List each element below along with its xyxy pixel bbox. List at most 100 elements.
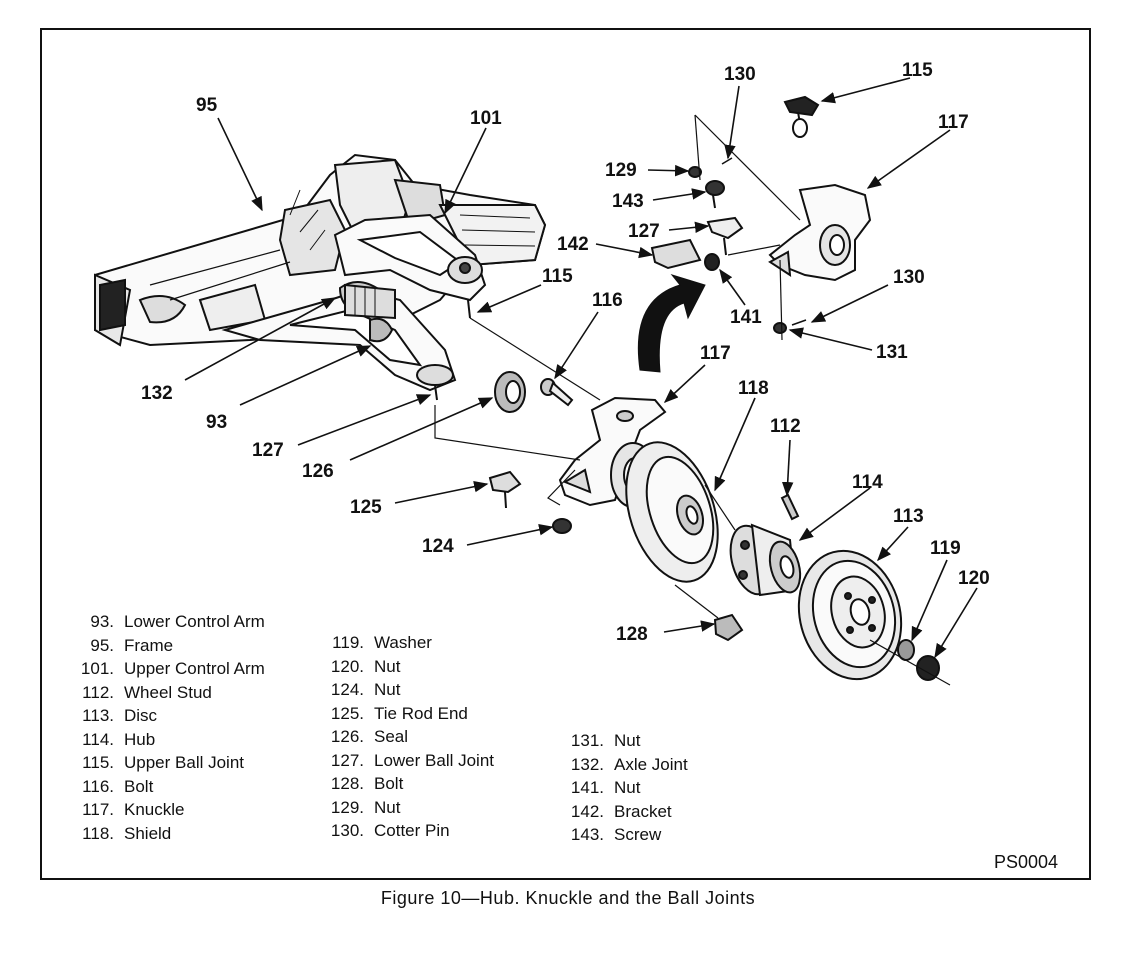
bolt-128-part bbox=[713, 613, 744, 642]
seal-part bbox=[494, 371, 526, 413]
callout-115: 115 bbox=[542, 266, 573, 287]
callout-116: 116 bbox=[592, 290, 623, 311]
callout-129: 129 bbox=[605, 160, 637, 181]
legend-item-number: 119. bbox=[332, 633, 364, 652]
legend-item-label: Bracket bbox=[614, 801, 672, 821]
nut-131-part bbox=[773, 322, 787, 334]
legend-item-number: 113. bbox=[82, 706, 114, 725]
legend-item-label: Disc bbox=[124, 706, 158, 725]
callout-93: 93 bbox=[206, 412, 227, 433]
callout-numbers: 95 101 130 115 117 129 143 127 142 115 1… bbox=[141, 60, 990, 645]
callout-142: 142 bbox=[557, 234, 589, 255]
callout-127: 127 bbox=[628, 221, 660, 242]
callout-118: 118 bbox=[738, 378, 769, 399]
figure-caption: Figure 10—Hub. Knuckle and the Ball Join… bbox=[380, 888, 756, 908]
callout-132: 132 bbox=[141, 383, 173, 404]
bracket-part bbox=[650, 238, 702, 270]
legend-item: 143. Screw bbox=[560, 823, 688, 847]
leader-lines bbox=[184, 77, 978, 659]
legend-item-label: Wheel Stud bbox=[124, 682, 212, 702]
legend-item-label: Screw bbox=[614, 825, 662, 844]
legend-item: 130. Cotter Pin bbox=[320, 819, 494, 843]
callout-120: 120 bbox=[958, 568, 990, 589]
callout-112: 112 bbox=[770, 416, 801, 437]
legend-item: 125.Tie Rod End bbox=[320, 702, 494, 726]
callout-130: 130 bbox=[724, 64, 756, 85]
wheel-stud-part bbox=[780, 493, 800, 521]
legend-item-number: 93. bbox=[90, 612, 114, 631]
curved-arrow-icon bbox=[637, 274, 706, 373]
legend-item-number: 127. bbox=[330, 750, 364, 770]
legend-item: 127. Lower Ball Joint bbox=[320, 749, 494, 773]
legend-item-number: 114. bbox=[82, 729, 114, 749]
legend-item-number: 115. bbox=[82, 753, 114, 772]
legend-item-label: Knuckle bbox=[124, 800, 185, 819]
legend-item-label: Nut bbox=[374, 680, 401, 699]
frame-part bbox=[94, 153, 547, 347]
legend-item-label: Shield bbox=[124, 823, 172, 843]
legend-item-number: 130. bbox=[330, 821, 364, 840]
legend-item-number: 143. bbox=[570, 825, 604, 844]
legend-item-label: Upper Control Arm bbox=[124, 659, 265, 678]
legend-item-number: 129. bbox=[330, 797, 364, 817]
legend-item: 142. Bracket bbox=[560, 800, 688, 824]
legend-item: 124. Nut bbox=[320, 678, 494, 702]
callout-141: 141 bbox=[730, 307, 762, 328]
legend-item: 118. Shield bbox=[70, 822, 265, 846]
legend-item-label: Hub bbox=[124, 729, 156, 749]
legend-item: 126. Seal bbox=[320, 725, 494, 749]
legend-item-number: 125. bbox=[330, 703, 364, 723]
legend-item-number: 101. bbox=[80, 659, 114, 678]
legend-item-label: Bolt bbox=[124, 776, 154, 796]
assembly-lines bbox=[434, 114, 951, 686]
legend-item-label: Nut bbox=[374, 656, 401, 676]
bolt-116-part bbox=[540, 378, 574, 407]
legend-item-number: 124. bbox=[330, 680, 364, 699]
legend-item: 117. Knuckle bbox=[70, 798, 265, 822]
legend-item: 93.Lower Control Arm bbox=[70, 610, 264, 634]
legend-item: 112. Wheel Stud bbox=[70, 681, 265, 705]
legend-item: 141. Nut bbox=[560, 776, 688, 800]
tie-rod-end-part bbox=[488, 470, 522, 509]
legend-item: 95.Frame bbox=[70, 634, 265, 658]
legend-item-label: Seal bbox=[374, 727, 409, 746]
callout-130: 130 bbox=[893, 267, 925, 288]
legend-item: 101. Upper Control Arm bbox=[70, 657, 265, 681]
legend-item-label: Upper Ball Joint bbox=[124, 753, 245, 772]
callout-143: 143 bbox=[612, 191, 644, 212]
legend-item: 132.Axle Joint bbox=[560, 753, 688, 777]
legend-item-number: 141. bbox=[570, 778, 604, 797]
legend-item-number: 117. bbox=[82, 800, 114, 819]
legend-item-number: 126. bbox=[330, 727, 364, 746]
figure-id: PS0004 bbox=[994, 852, 1059, 872]
legend-item-number: 112. bbox=[82, 682, 114, 702]
legend-item-number: 128. bbox=[330, 774, 364, 793]
legend-item-number: 142. bbox=[570, 801, 604, 821]
legend-item-label: Cotter Pin bbox=[374, 821, 450, 840]
legend-item: 128.Bolt bbox=[320, 772, 494, 796]
legend-item: 116.Bolt bbox=[70, 775, 265, 799]
callout-101: 101 bbox=[470, 108, 502, 129]
callout-124: 124 bbox=[422, 536, 454, 557]
legend-item: 114. Hub bbox=[70, 728, 265, 752]
legend-item-label: Frame bbox=[124, 635, 174, 655]
legend-item-label: Washer bbox=[374, 633, 432, 652]
legend-item: 119. Washer bbox=[320, 631, 494, 655]
callout-128: 128 bbox=[616, 624, 648, 645]
callout-117: 117 bbox=[700, 343, 731, 364]
legend-item-number: 118. bbox=[82, 823, 114, 843]
nut-124-part bbox=[552, 518, 572, 534]
disc-part bbox=[797, 549, 903, 681]
callout-119: 119 bbox=[930, 538, 961, 559]
axle-joint-part bbox=[344, 283, 396, 320]
legend-item-label: Nut bbox=[614, 778, 641, 797]
legend-item-label: Lower Ball Joint bbox=[374, 750, 495, 770]
legend-item: 131.Nut bbox=[560, 729, 688, 753]
legend-item-label: Nut bbox=[614, 731, 641, 750]
hub-part bbox=[729, 523, 802, 597]
nut-120-part bbox=[916, 655, 940, 681]
